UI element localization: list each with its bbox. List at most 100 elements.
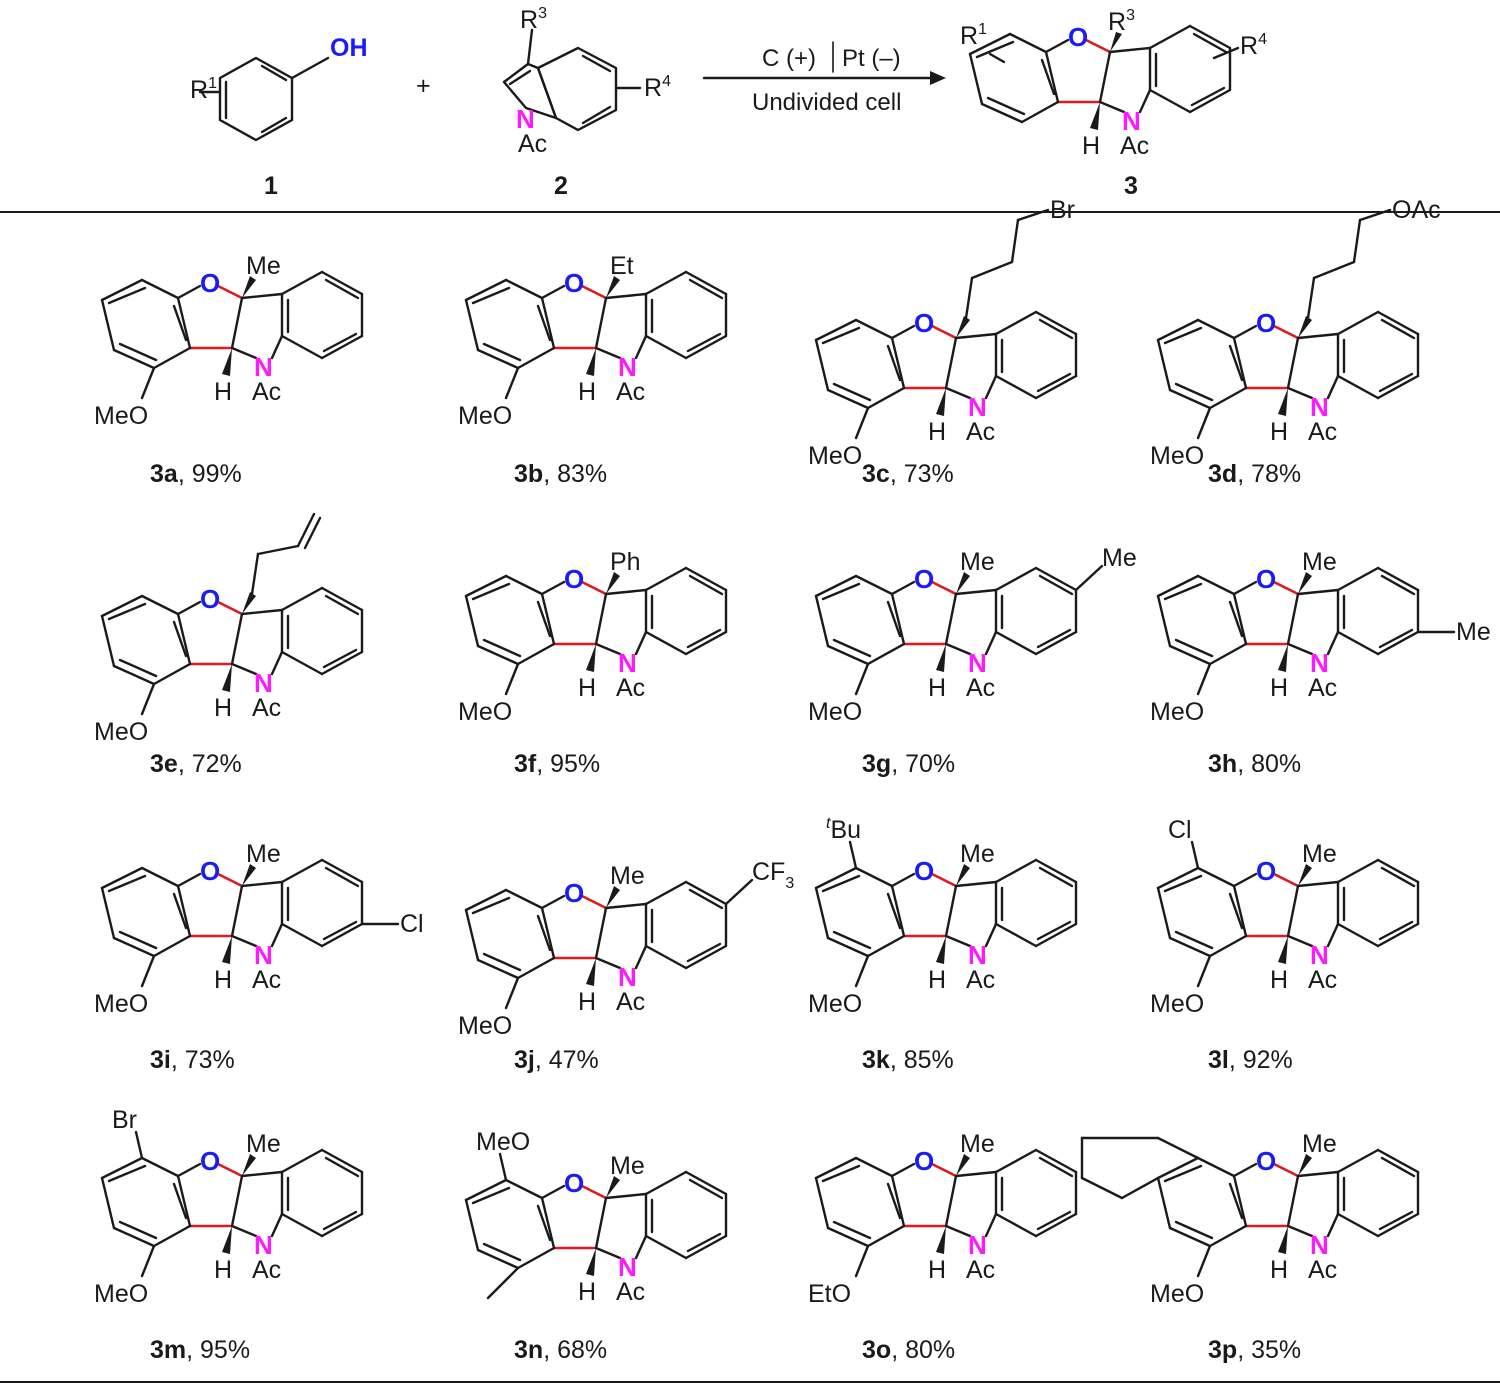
caption-id-3c: 3c xyxy=(862,460,890,488)
caption-id-3m: 3m xyxy=(150,1336,186,1364)
nitrogen-atom-label: N xyxy=(618,648,637,678)
caption-yield-3m: , 95% xyxy=(186,1336,250,1364)
oxygen-atom-label: O xyxy=(564,268,584,298)
oxygen-atom-label: O xyxy=(1256,856,1276,886)
caption-yield-3h: , 80% xyxy=(1237,750,1301,778)
caption-yield-3k: , 85% xyxy=(890,1046,954,1074)
acetyl-label: Ac xyxy=(966,1256,995,1284)
oxygen-atom-label: O xyxy=(1256,308,1276,338)
acetyl-label: Ac xyxy=(1308,966,1337,994)
r3-label-3m: Me xyxy=(246,1130,281,1158)
reagent2-id: 2 xyxy=(554,172,568,200)
r3-label-3d: OAc xyxy=(1392,196,1441,224)
acetyl-label: Ac xyxy=(616,1278,645,1306)
caption-3i: 3i, 73% xyxy=(150,1046,235,1074)
indole-ac-label: Ac xyxy=(518,130,547,158)
hydrogen-label: H xyxy=(578,988,596,1016)
phenol-oh-label: OH xyxy=(330,34,368,62)
hydrogen-label: H xyxy=(578,378,596,406)
nitrogen-atom-label: N xyxy=(618,962,637,992)
hydrogen-label: H xyxy=(1270,418,1288,446)
oxygen-atom-label: O xyxy=(564,878,584,908)
alkoxy-label-3f: MeO xyxy=(458,698,512,726)
caption-yield-3g: , 70% xyxy=(891,750,955,778)
hydrogen-label: H xyxy=(214,1256,232,1284)
caption-id-3a: 3a xyxy=(150,460,179,488)
caption-id-3e: 3e xyxy=(150,750,178,778)
caption-id-3n: 3n xyxy=(514,1336,543,1364)
nitrogen-atom-label: N xyxy=(1310,392,1329,422)
caption-id-3i: 3i xyxy=(150,1046,171,1074)
nitrogen-atom-label: N xyxy=(1310,1230,1329,1260)
oxygen-atom-label: O xyxy=(200,268,220,298)
acetyl-label: Ac xyxy=(966,674,995,702)
alkoxy-label-3e: MeO xyxy=(94,718,148,746)
hydrogen-label: H xyxy=(928,1256,946,1284)
alkoxy-label-3j: MeO xyxy=(458,1012,512,1040)
r3-label-3p: Me xyxy=(1302,1130,1337,1158)
hydrogen-label: H xyxy=(1082,132,1100,160)
top-substituent-3k: tBu xyxy=(826,815,861,844)
caption-yield-3e: , 72% xyxy=(178,750,242,778)
hydrogen-label: H xyxy=(214,378,232,406)
caption-id-3p: 3p xyxy=(1208,1336,1237,1364)
acetyl-label: Ac xyxy=(252,378,281,406)
r3-label-3c: Br xyxy=(1050,196,1075,224)
nitrogen-atom-label: N xyxy=(968,1230,987,1260)
oxygen-atom-label: O xyxy=(914,308,934,338)
caption-3k: 3k, 85% xyxy=(862,1046,954,1074)
oxygen-atom-label: O xyxy=(1068,22,1088,52)
caption-3b: 3b, 83% xyxy=(514,460,607,488)
nitrogen-atom-label: N xyxy=(254,352,273,382)
caption-yield-3p: , 35% xyxy=(1237,1336,1301,1364)
acetyl-label: Ac xyxy=(1308,674,1337,702)
acetyl-label: Ac xyxy=(616,378,645,406)
acetyl-label: Ac xyxy=(616,988,645,1016)
ring-substituent-3g: Me xyxy=(1102,544,1137,572)
r3-label-3b: Et xyxy=(610,252,634,280)
condition-cell: Undivided cell xyxy=(752,89,901,116)
alkoxy-label-3g: MeO xyxy=(808,698,862,726)
caption-yield-3l: , 92% xyxy=(1229,1046,1293,1074)
top-substituent-3l: Cl xyxy=(1168,816,1192,844)
alkoxy-label-3m: MeO xyxy=(94,1280,148,1308)
ring-substituent-3i: Cl xyxy=(400,910,424,938)
acetyl-label: Ac xyxy=(1308,418,1337,446)
caption-id-3f: 3f xyxy=(514,750,537,778)
hydrogen-label: H xyxy=(928,674,946,702)
caption-yield-3a: , 99% xyxy=(178,460,242,488)
condition-cathode: Pt (–) xyxy=(842,45,901,72)
r3-label-3j: Me xyxy=(610,862,645,890)
caption-3l: 3l, 92% xyxy=(1208,1046,1293,1074)
phenol-r1-label: R1 xyxy=(190,75,217,104)
reagent-indole: R3 R4 N Ac 2 xyxy=(502,5,671,200)
acetyl-label: Ac xyxy=(252,1256,281,1284)
hydrogen-label: H xyxy=(214,966,232,994)
oxygen-atom-label: O xyxy=(1256,564,1276,594)
caption-id-3j: 3j xyxy=(514,1046,535,1074)
caption-3c: 3c, 73% xyxy=(862,460,954,488)
caption-3e: 3e, 72% xyxy=(150,750,242,778)
hydrogen-label: H xyxy=(928,966,946,994)
caption-yield-3b: , 83% xyxy=(543,460,607,488)
nitrogen-atom-label: N xyxy=(254,1230,273,1260)
nitrogen-atom-label: N xyxy=(1310,940,1329,970)
caption-3f: 3f, 95% xyxy=(514,750,600,778)
alkoxy-label-3b: MeO xyxy=(458,402,512,430)
r3-label-3k: Me xyxy=(960,840,995,868)
indole-n-label: N xyxy=(516,104,535,134)
product-r3-label: R3 xyxy=(1108,7,1135,36)
caption-3p: 3p, 35% xyxy=(1208,1336,1301,1364)
oxygen-atom-label: O xyxy=(914,856,934,886)
nitrogen-atom-label: N xyxy=(968,648,987,678)
caption-yield-3c: , 73% xyxy=(890,460,954,488)
